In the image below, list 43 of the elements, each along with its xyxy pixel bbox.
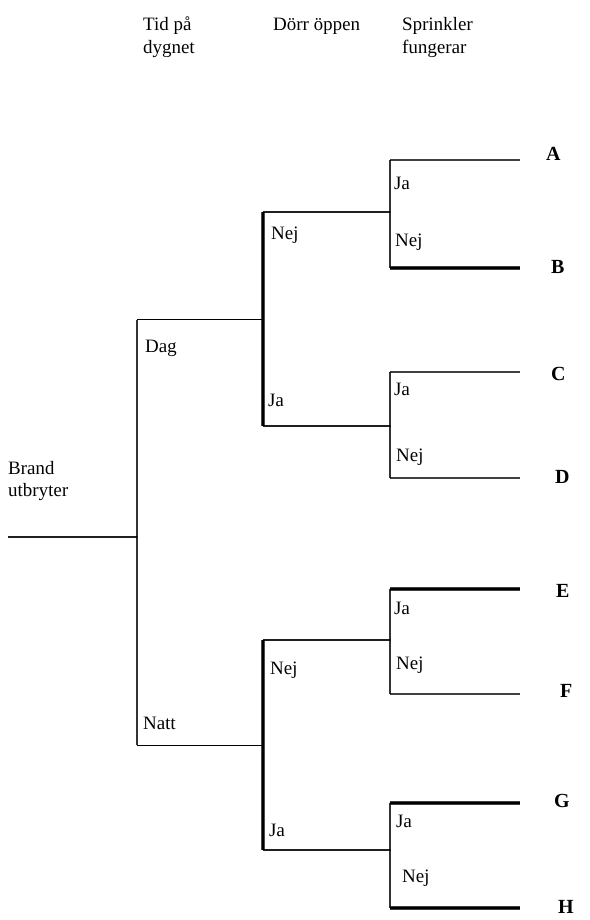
tree-branch-line xyxy=(390,159,520,161)
branch-label: Nej xyxy=(390,860,520,908)
outcome-letter: E xyxy=(520,580,572,603)
tree-branch-line xyxy=(261,320,265,426)
outcome-letter: B xyxy=(520,256,568,279)
tree-branch-line xyxy=(390,906,520,910)
outcome-letter: F xyxy=(520,680,576,703)
tree-branch-line xyxy=(263,849,391,908)
outcome-letter: D xyxy=(520,466,572,489)
tree-branch-line xyxy=(261,745,265,850)
tree-branch-line xyxy=(390,587,520,591)
tree-branch-line xyxy=(390,693,520,695)
branch-label: Ja xyxy=(390,372,520,412)
column-header: Sprinkler fungerar xyxy=(402,14,474,60)
branch-label: Nej xyxy=(263,212,390,257)
tree-branch-line xyxy=(390,477,520,479)
branch-label: Nej xyxy=(390,645,520,694)
branch-label: Ja xyxy=(263,380,390,426)
branch-label: Dag xyxy=(137,319,263,362)
tree-branch-line xyxy=(390,266,520,270)
branch-label: Nej xyxy=(390,440,520,478)
branch-label: Nej xyxy=(263,640,390,685)
outcome-letter: H xyxy=(520,896,576,919)
tree-branch-line xyxy=(261,212,265,320)
initiating-event-label: Brand utbryter xyxy=(8,455,137,537)
branch-label: Nej xyxy=(390,220,520,268)
tree-branch-line xyxy=(390,801,520,805)
tree-branch-line xyxy=(263,211,391,268)
tree-branch-line xyxy=(263,639,391,694)
column-header: Dörr öppen xyxy=(273,14,362,37)
tree-branch-line xyxy=(261,640,265,745)
outcome-letter: G xyxy=(520,790,572,813)
tree-branch-line xyxy=(390,371,520,373)
branch-label: Ja xyxy=(390,160,520,200)
column-header: Tid på dygnet xyxy=(143,14,196,60)
tree-branch-line xyxy=(263,425,391,478)
tree-branch-line xyxy=(8,536,138,745)
outcome-letter: C xyxy=(520,363,568,386)
branch-label: Ja xyxy=(390,803,520,843)
branch-label: Natt xyxy=(137,700,263,746)
branch-label: Ja xyxy=(263,810,390,850)
outcome-letter: A xyxy=(520,143,564,166)
branch-label: Ja xyxy=(390,589,520,629)
